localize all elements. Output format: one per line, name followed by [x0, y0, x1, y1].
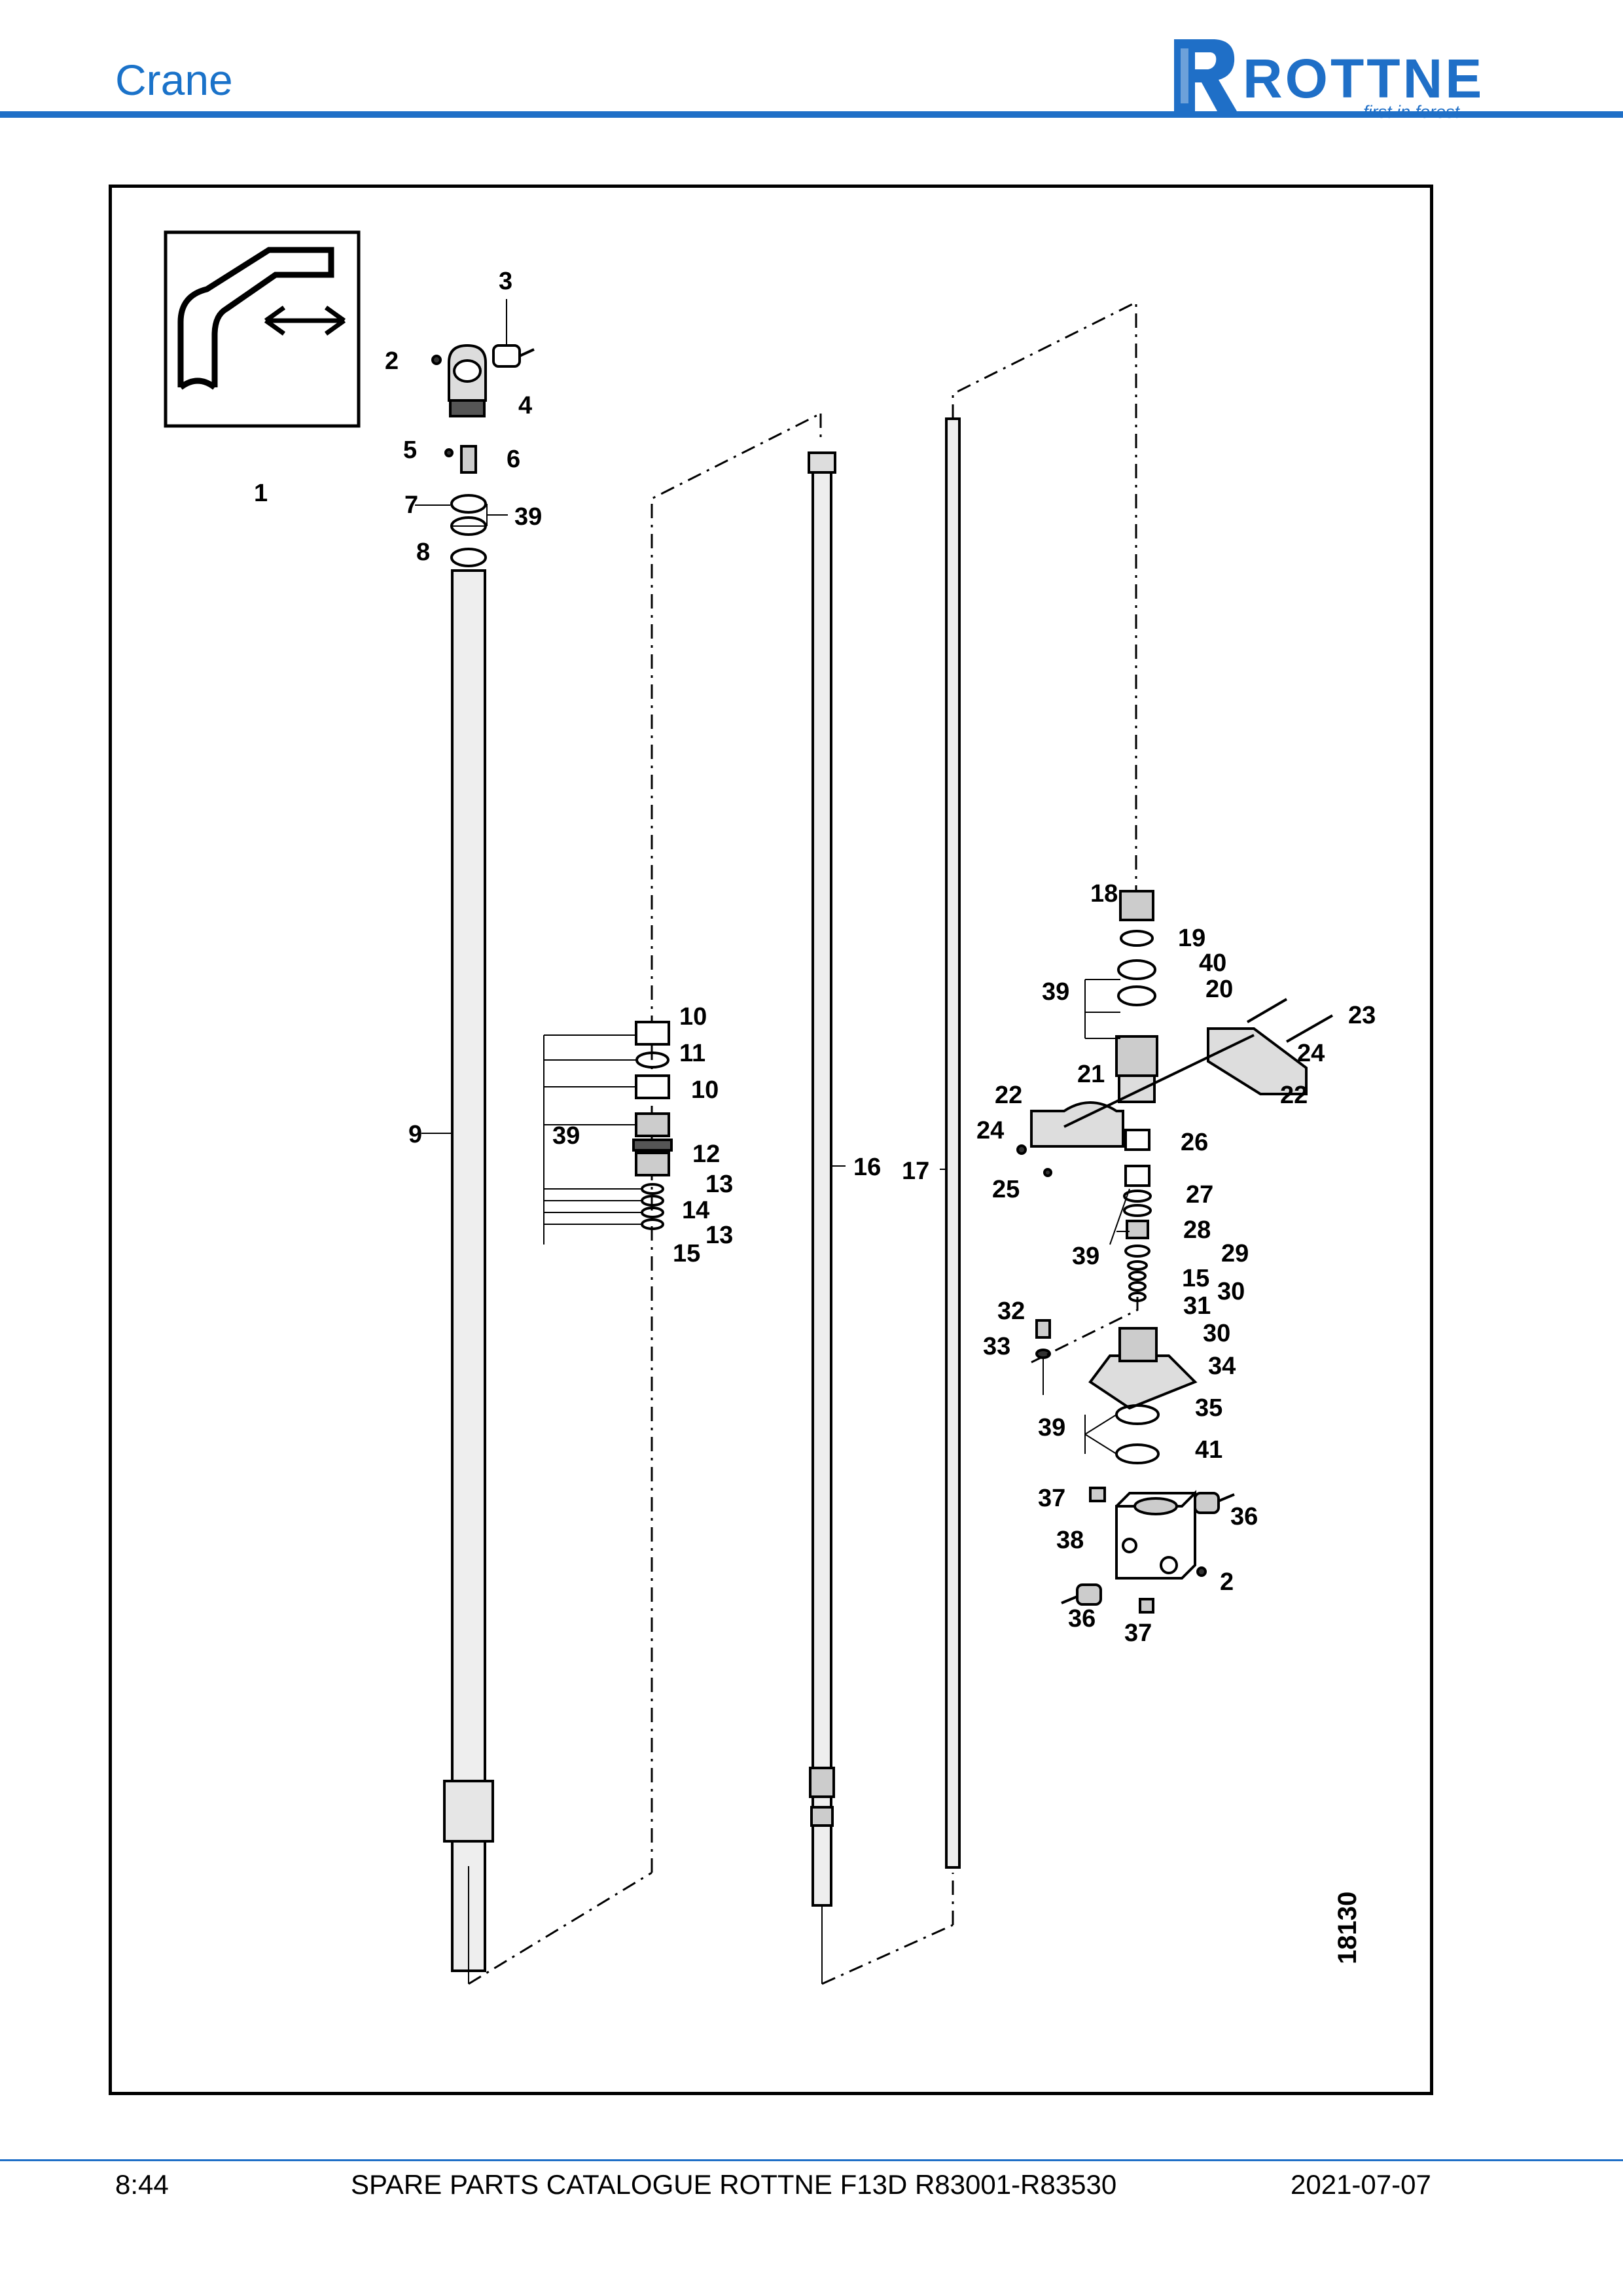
- callout-39: 39: [1042, 978, 1069, 1006]
- callout-10: 10: [691, 1076, 719, 1104]
- callout-26: 26: [1181, 1129, 1208, 1156]
- callout-37: 37: [1038, 1485, 1065, 1512]
- callout-numbers: 1 2 3 4 5 6 7 8 39 9 10 11 10 39 12 13 1…: [254, 268, 1376, 1964]
- piston-parts-stack: [632, 1021, 673, 1230]
- callout-9: 9: [408, 1121, 422, 1148]
- exploded-parts-drawing: 1 2 3 4 5 6 7 8 39 9 10 11 10 39 12 13 1…: [164, 230, 1376, 1985]
- logo-wordmark: ROTTNE: [1243, 48, 1485, 109]
- page-title: Crane: [115, 56, 233, 104]
- catalogue-title: SPARE PARTS CATALOGUE ROTTNE F13D R83001…: [351, 2169, 1117, 2200]
- callout-38: 38: [1056, 1527, 1084, 1554]
- page-number: 8:44: [115, 2169, 169, 2200]
- callout-25: 25: [992, 1176, 1020, 1203]
- callout-13: 13: [705, 1171, 733, 1198]
- callout-40: 40: [1199, 949, 1226, 977]
- callout-6: 6: [507, 446, 520, 473]
- callout-35: 35: [1195, 1394, 1222, 1422]
- callout-36: 36: [1068, 1605, 1096, 1633]
- callout-31: 31: [1183, 1292, 1211, 1320]
- callout-7: 7: [404, 491, 418, 519]
- callout-24: 24: [1297, 1040, 1325, 1067]
- piston-rod: [808, 451, 836, 1984]
- drawing-frame: [109, 185, 1433, 2095]
- publication-date: 2021-07-07: [1291, 2169, 1431, 2200]
- callout-21: 21: [1077, 1061, 1105, 1088]
- callout-2: 2: [385, 347, 399, 375]
- cylinder-tube-assembly: [431, 299, 535, 1984]
- callout-5: 5: [403, 436, 417, 464]
- callout-18: 18: [1090, 880, 1118, 908]
- drawing-number: 18130: [1333, 1892, 1362, 1964]
- callout-12: 12: [692, 1140, 720, 1168]
- rottne-logo: ROTTNE first in forest: [1169, 33, 1509, 121]
- callout-8: 8: [416, 539, 430, 566]
- crane-boom-extension-arrow-icon: [164, 230, 361, 428]
- callout-27: 27: [1186, 1181, 1213, 1209]
- callout-2: 2: [1220, 1568, 1234, 1596]
- callout-30: 30: [1203, 1320, 1230, 1347]
- callout-10: 10: [679, 1003, 707, 1031]
- callout-22: 22: [1280, 1082, 1308, 1109]
- callout-11: 11: [679, 1040, 705, 1067]
- callout-17: 17: [902, 1157, 929, 1185]
- valve-swivel-assembly: [1016, 890, 1333, 1614]
- callout-23: 23: [1348, 1002, 1376, 1029]
- inner-tube: [945, 417, 961, 1869]
- callout-20: 20: [1205, 976, 1233, 1003]
- callout-34: 34: [1208, 1352, 1236, 1380]
- callout-29: 29: [1221, 1240, 1249, 1267]
- callout-39: 39: [1038, 1414, 1065, 1441]
- callout-39: 39: [552, 1122, 580, 1150]
- callout-28: 28: [1183, 1216, 1211, 1244]
- callout-36: 36: [1230, 1503, 1258, 1530]
- header-rule: [0, 111, 1623, 118]
- callout-13: 13: [705, 1222, 733, 1249]
- callout-14: 14: [682, 1197, 709, 1224]
- callout-leaders: [415, 504, 946, 1170]
- callout-15: 15: [1182, 1265, 1209, 1292]
- callout-32: 32: [997, 1298, 1025, 1325]
- rottne-r-emblem-icon: [1174, 39, 1237, 111]
- callout-19: 19: [1178, 925, 1205, 952]
- callout-4: 4: [518, 392, 532, 419]
- callout-30: 30: [1217, 1278, 1245, 1305]
- callout-3: 3: [499, 268, 512, 295]
- callout-22: 22: [995, 1082, 1022, 1109]
- callout-39: 39: [514, 503, 542, 531]
- callout-37: 37: [1124, 1619, 1152, 1647]
- callout-24: 24: [976, 1117, 1004, 1144]
- callout-16: 16: [853, 1154, 881, 1181]
- callout-33: 33: [983, 1333, 1010, 1360]
- callout-1: 1: [254, 480, 268, 507]
- callout-39: 39: [1072, 1243, 1099, 1270]
- callout-15: 15: [673, 1240, 700, 1267]
- callout-41: 41: [1195, 1436, 1222, 1464]
- footer-rule: [0, 2159, 1623, 2161]
